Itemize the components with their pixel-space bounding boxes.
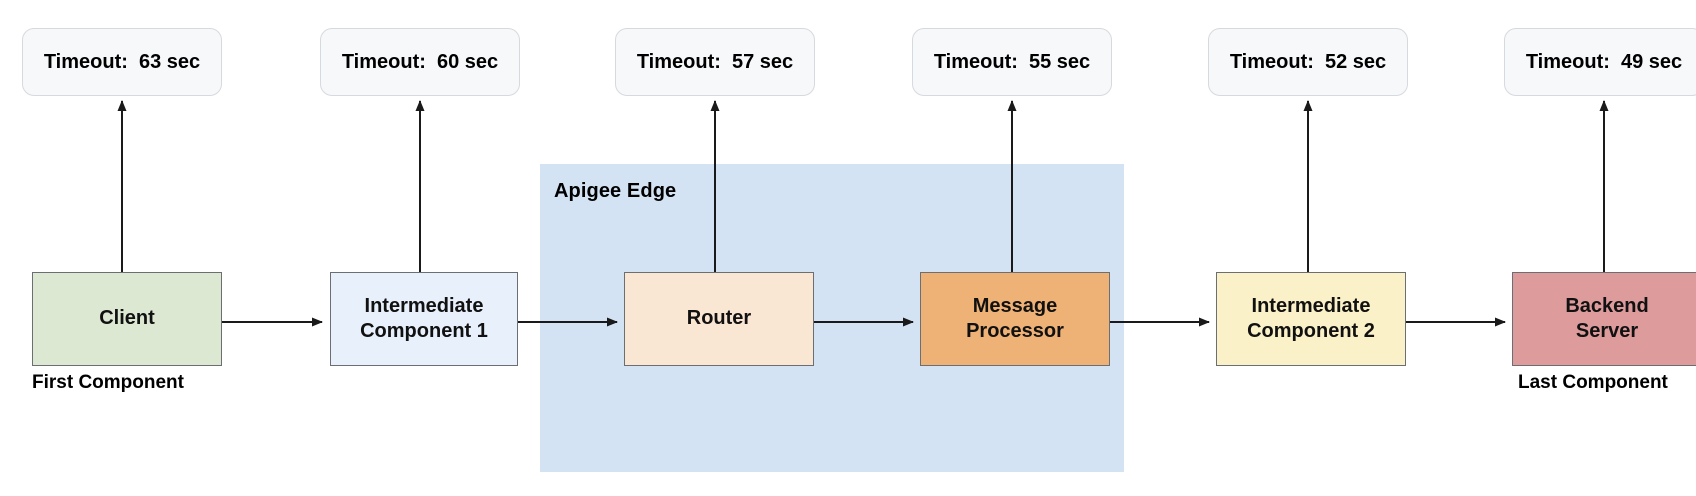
node-backend-server[interactable]: Backend Server (1512, 272, 1696, 366)
node-intermediate-component-1[interactable]: Intermediate Component 1 (330, 272, 518, 366)
timeout-box-client-label: Timeout: 63 sec (43, 50, 201, 73)
timeout-box-message-processor-label: Timeout: 55 sec (933, 50, 1091, 73)
node-backend-server-label: Backend Server (1565, 294, 1649, 342)
timeout-box-intermediate-2[interactable]: Timeout: 52 sec (1208, 28, 1408, 96)
node-router[interactable]: Router (624, 272, 814, 366)
node-intermediate-component-2[interactable]: Intermediate Component 2 (1216, 272, 1406, 366)
timeout-box-intermediate-1[interactable]: Timeout: 60 sec (320, 28, 520, 96)
node-client[interactable]: Client (32, 272, 222, 366)
node-router-label: Router (686, 307, 752, 330)
node-client-label: Client (99, 307, 155, 330)
timeout-box-backend-server-label: Timeout: 49 sec (1525, 50, 1683, 73)
timeout-box-intermediate-2-label: Timeout: 52 sec (1229, 50, 1387, 73)
timeout-box-intermediate-1-label: Timeout: 60 sec (341, 50, 499, 73)
timeout-box-message-processor[interactable]: Timeout: 55 sec (912, 28, 1112, 96)
timeout-box-router-label: Timeout: 57 sec (636, 50, 794, 73)
timeout-box-router[interactable]: Timeout: 57 sec (615, 28, 815, 96)
node-message-processor[interactable]: Message Processor (920, 272, 1110, 366)
apigee-edge-group-label: Apigee Edge (554, 180, 677, 202)
timeout-box-client[interactable]: Timeout: 63 sec (22, 28, 222, 96)
timeout-box-backend-server[interactable]: Timeout: 49 sec (1504, 28, 1696, 96)
caption-first-component: First Component (32, 372, 184, 393)
node-intermediate-component-1-label: Intermediate Component 1 (360, 294, 488, 342)
caption-last-component: Last Component (1518, 372, 1668, 393)
node-message-processor-label: Message Processor (966, 294, 1064, 342)
node-intermediate-component-2-label: Intermediate Component 2 (1247, 294, 1375, 342)
